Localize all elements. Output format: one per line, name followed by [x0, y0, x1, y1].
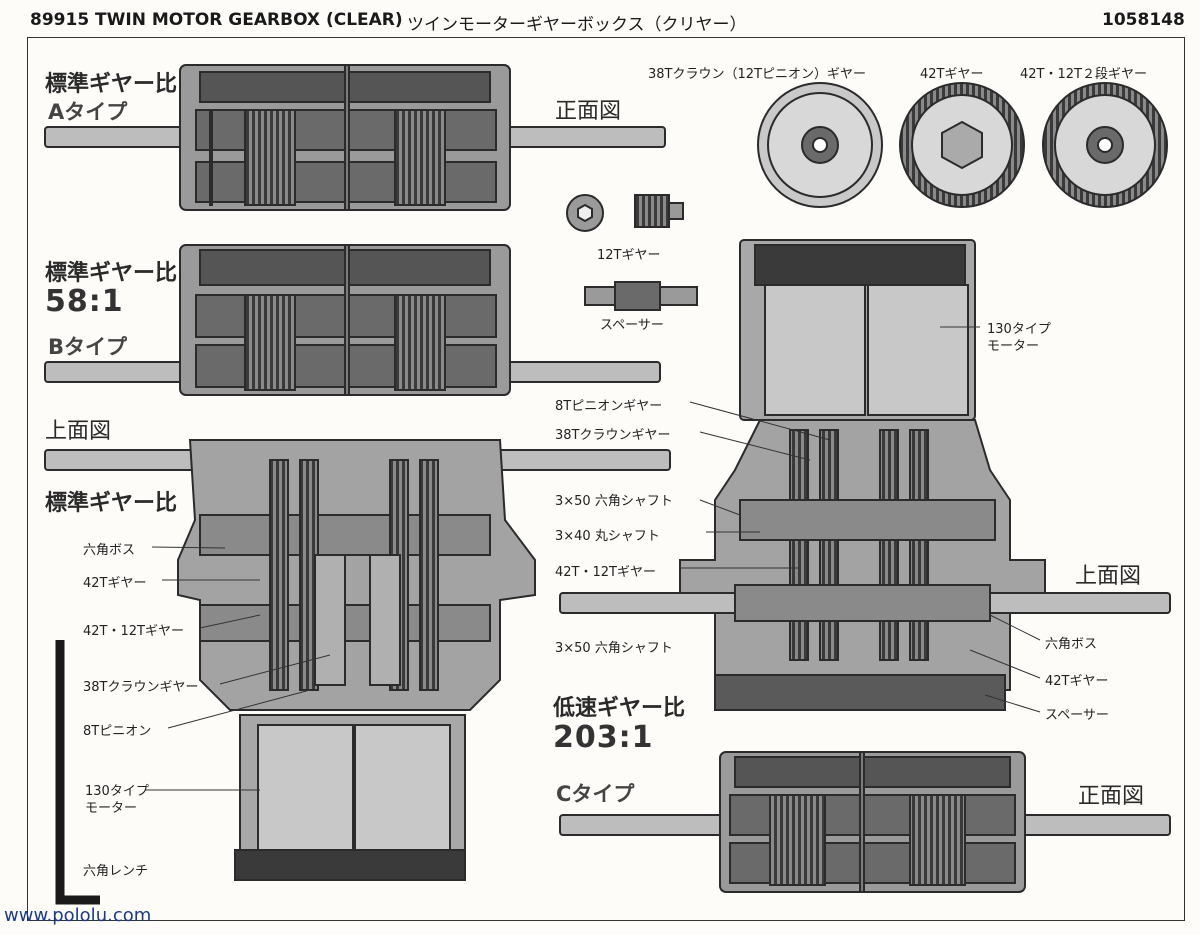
top-view-left: 上面図: [45, 419, 112, 444]
left-motor-line1: 130タイプ: [85, 784, 149, 799]
hex-wrench-icon: [55, 640, 100, 905]
right-hex-shaft: 3×50 六角シャフト: [555, 494, 673, 509]
top-view-right: 上面図: [1075, 564, 1142, 589]
right-top-view: [559, 239, 1171, 711]
spacer-label: スペーサー: [600, 318, 664, 333]
crown-gear-icon: [757, 82, 883, 208]
c-type-front-view: [559, 751, 1171, 893]
right-motor-line2: モーター: [987, 339, 1040, 354]
gear-42t-12t-label: 42T・12T２段ギヤー: [1020, 67, 1147, 82]
gear-42t-label: 42Tギヤー: [920, 67, 984, 82]
right-hex-shaft2: 3×50 六角シャフト: [555, 641, 673, 656]
right-hex-boss: 六角ボス: [1045, 637, 1098, 652]
right-crown38: 38Tクラウンギヤー: [555, 428, 671, 443]
gear-12t-label: 12Tギヤー: [597, 248, 661, 263]
right-gear42-12: 42T・12Tギヤー: [555, 565, 656, 580]
spacer-icon: [584, 281, 698, 311]
diagram-frame: [27, 37, 1185, 921]
left-gear42-12: 42T・12Tギヤー: [83, 624, 184, 639]
left-hex-boss: 六角ボス: [83, 543, 136, 558]
website-link[interactable]: www.pololu.com: [4, 905, 152, 926]
right-pinion8: 8Tピニオンギヤー: [555, 399, 663, 414]
c-type-label: Cタイプ: [556, 782, 635, 806]
right-round-shaft: 3×40 丸シャフト: [555, 529, 660, 544]
low-ratio: 203:1: [553, 720, 654, 755]
right-gear42: 42Tギヤー: [1045, 674, 1109, 689]
title-jp: ツインモーターギヤーボックス（クリヤー）: [407, 15, 747, 35]
title-en: 89915 TWIN MOTOR GEARBOX (CLEAR): [30, 10, 403, 30]
b-type-front-view: [44, 244, 661, 396]
right-motor-line1: 130タイプ: [987, 322, 1051, 337]
b-heading: 標準ギヤー比: [45, 261, 178, 286]
left-pinion8: 8Tピニオン: [83, 724, 152, 739]
product-code: 1058148: [1102, 10, 1185, 30]
gear-12t-icon: [566, 194, 684, 232]
a-type-label: Aタイプ: [48, 100, 128, 124]
left-crown38: 38Tクラウンギヤー: [83, 680, 199, 695]
left-gear42: 42Tギヤー: [83, 576, 147, 591]
callout-leader-lines: [145, 326, 1041, 791]
crown-gear-label: 38Tクラウン（12Tピニオン）ギヤー: [648, 67, 866, 82]
a-heading: 標準ギヤー比: [45, 72, 178, 97]
gear-42t-icon: [899, 82, 1025, 208]
a-type-front-view: [44, 64, 666, 211]
left-top-view: [44, 439, 671, 881]
right-spacer: スペーサー: [1045, 708, 1109, 723]
std-left-heading: 標準ギヤー比: [45, 491, 178, 516]
b-type-label: Bタイプ: [48, 335, 128, 359]
gear-42t-12t-icon: [1042, 82, 1168, 208]
wrench-label: 六角レンチ: [83, 864, 149, 879]
front-view-top: 正面図: [555, 99, 622, 124]
b-ratio: 58:1: [45, 284, 124, 319]
low-heading: 低速ギヤー比: [553, 696, 686, 721]
left-motor-line2: モーター: [85, 801, 138, 816]
front-view-bottom: 正面図: [1078, 784, 1145, 809]
